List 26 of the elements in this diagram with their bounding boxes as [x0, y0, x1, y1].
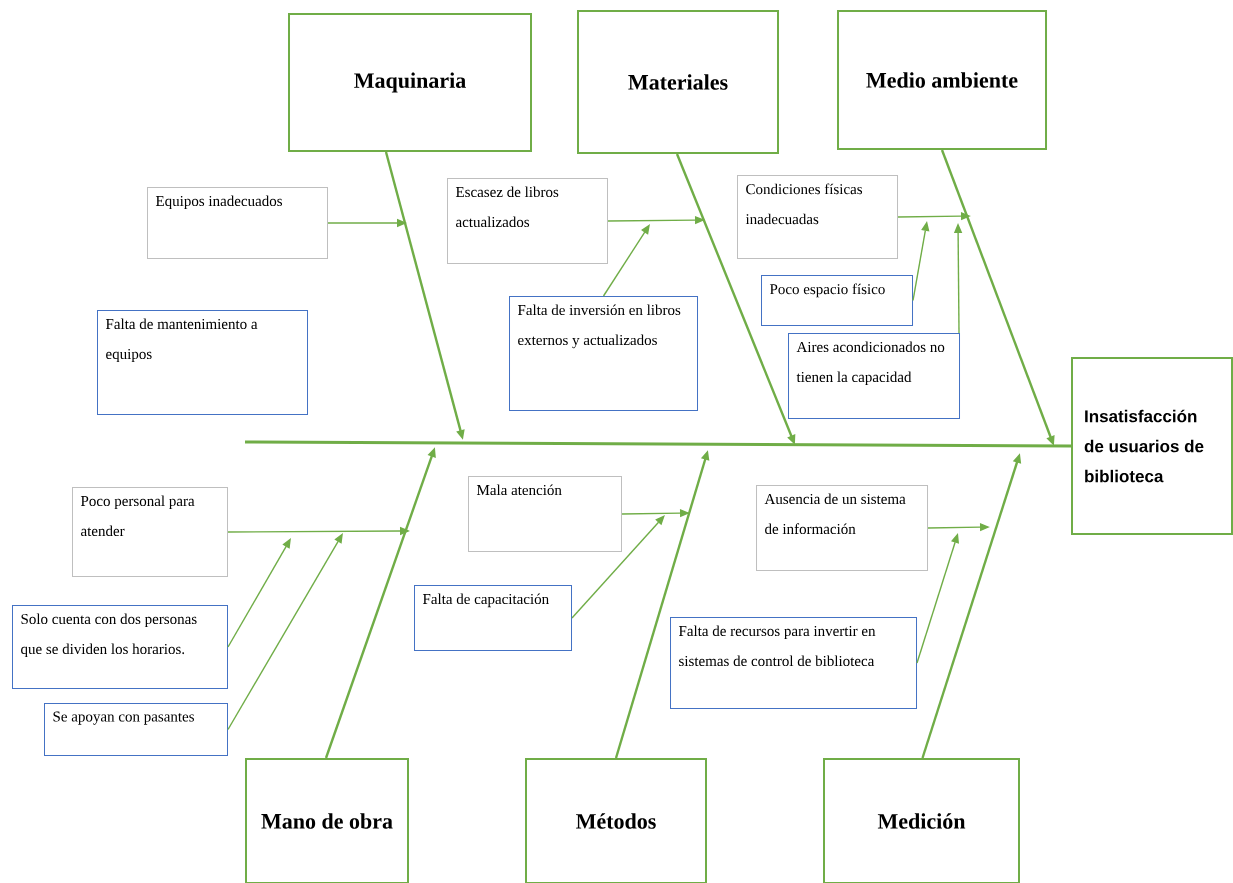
- cause-box: Solo cuenta con dos personas que se dividen los horarios.: [12, 605, 228, 689]
- cause-box: Ausencia de un sistema de información: [756, 485, 928, 571]
- category-box: Maquinaria: [288, 13, 532, 152]
- cause-arrow: [571, 515, 665, 619]
- category-box: Mano de obra: [245, 758, 409, 883]
- cause-box: Falta de capacitación: [414, 585, 572, 651]
- effect-box: Insatisfacción de usuarios de biblioteca: [1071, 357, 1233, 535]
- cause-box: Aires acondicionados no tienen la capacidad: [788, 333, 960, 419]
- category-box: Medición: [823, 758, 1020, 883]
- cause-box: Se apoyan con pasantes: [44, 703, 228, 756]
- cause-box: Poco espacio físico: [761, 275, 913, 326]
- cause-arrow: [227, 538, 291, 648]
- cause-box: Falta de inversión en libros externos y actualizados: [509, 296, 698, 411]
- cause-box: Equipos inadecuados: [147, 187, 328, 259]
- category-box: Medio ambiente: [837, 10, 1047, 150]
- cause-box: Falta de recursos para invertir en sistemas de control de biblioteca: [670, 617, 917, 709]
- spine-line: [245, 440, 1072, 448]
- cause-box: Falta de mantenimiento a equipos: [97, 310, 308, 415]
- cause-box: Poco personal para atender: [72, 487, 228, 577]
- cause-box: Condiciones físicas inadecuadas: [737, 175, 898, 259]
- category-box: Materiales: [577, 10, 779, 154]
- category-box: Métodos: [525, 758, 707, 883]
- cause-box: Escasez de libros actualizados: [447, 178, 608, 264]
- cause-arrow: [602, 224, 650, 297]
- cause-box: Mala atención: [468, 476, 622, 552]
- cause-arrow: [227, 533, 343, 731]
